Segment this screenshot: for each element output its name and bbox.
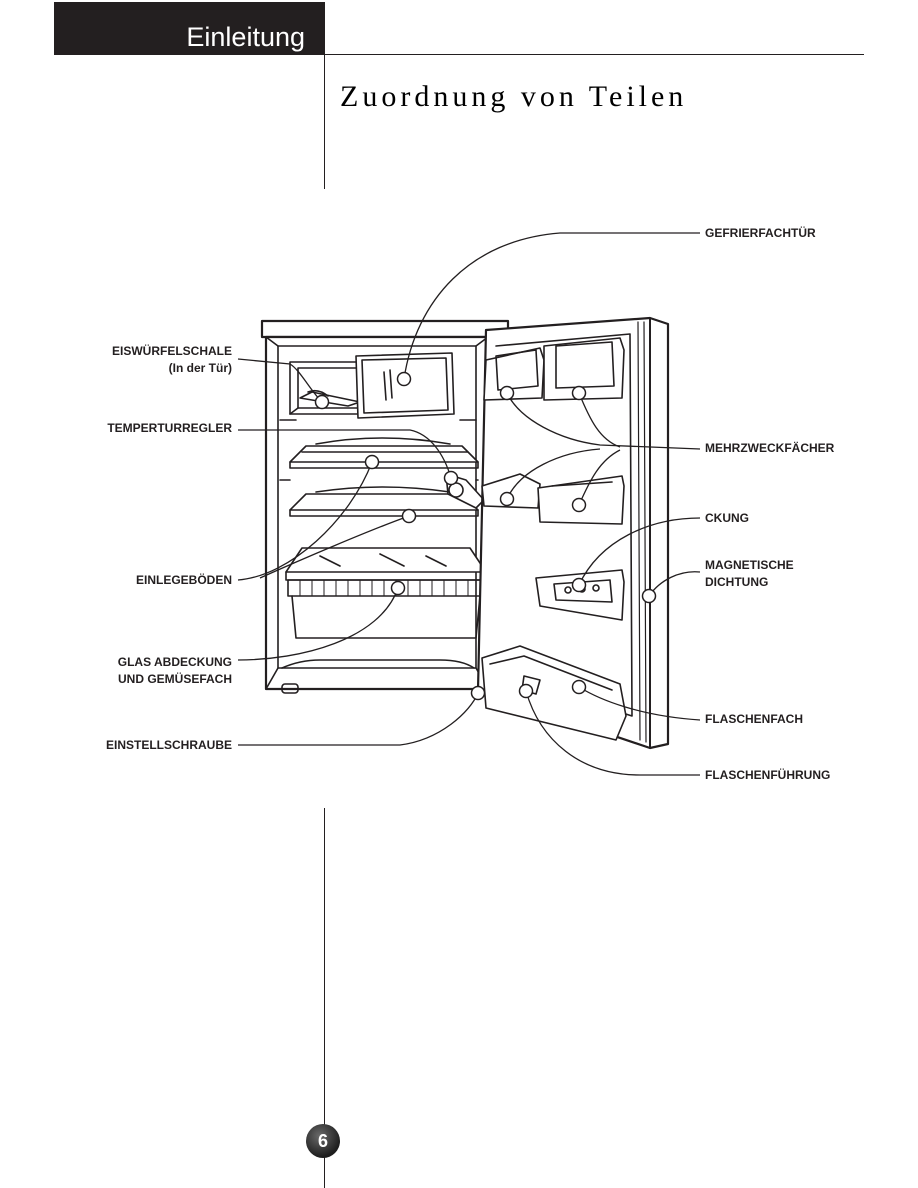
label-gefrierfachtuer: GEFRIERFACHTÜR — [705, 226, 816, 240]
section-title: Einleitung — [186, 22, 305, 52]
label-mehrzweckfaecher: MEHRZWECKFÄCHER — [705, 441, 835, 455]
label-ckung: CKUNG — [705, 511, 749, 525]
label-temperaturregler: TEMPERTURREGLER — [107, 421, 232, 435]
label-glas-abdeckung: GLAS ABDECKUNG UND GEMÜSEFACH — [117, 655, 232, 686]
header-rule — [325, 54, 864, 55]
door-illustration — [476, 316, 670, 750]
section-tab: Einleitung — [54, 2, 325, 55]
label-einstellschraube: EINSTELLSCHRAUBE — [105, 738, 232, 752]
page-number: 6 — [306, 1124, 340, 1158]
label-magnetische-dichtung: MAGNETISCHE DICHTUNG — [705, 558, 794, 589]
label-einlegeboeden: EINLEGEBÖDEN — [135, 573, 232, 587]
margin-rule-top — [324, 55, 325, 189]
label-flaschenfach: FLASCHENFACH — [705, 712, 803, 726]
page-title: Zuordnung von Teilen — [340, 80, 688, 113]
margin-rule-bottom — [324, 808, 325, 1188]
cabinet-illustration — [260, 319, 510, 694]
label-eiswuerfelschale: EISWÜRFELSCHALE (In der Tür) — [112, 344, 232, 375]
label-flaschenfuehrung: FLASCHENFÜHRUNG — [705, 768, 831, 782]
